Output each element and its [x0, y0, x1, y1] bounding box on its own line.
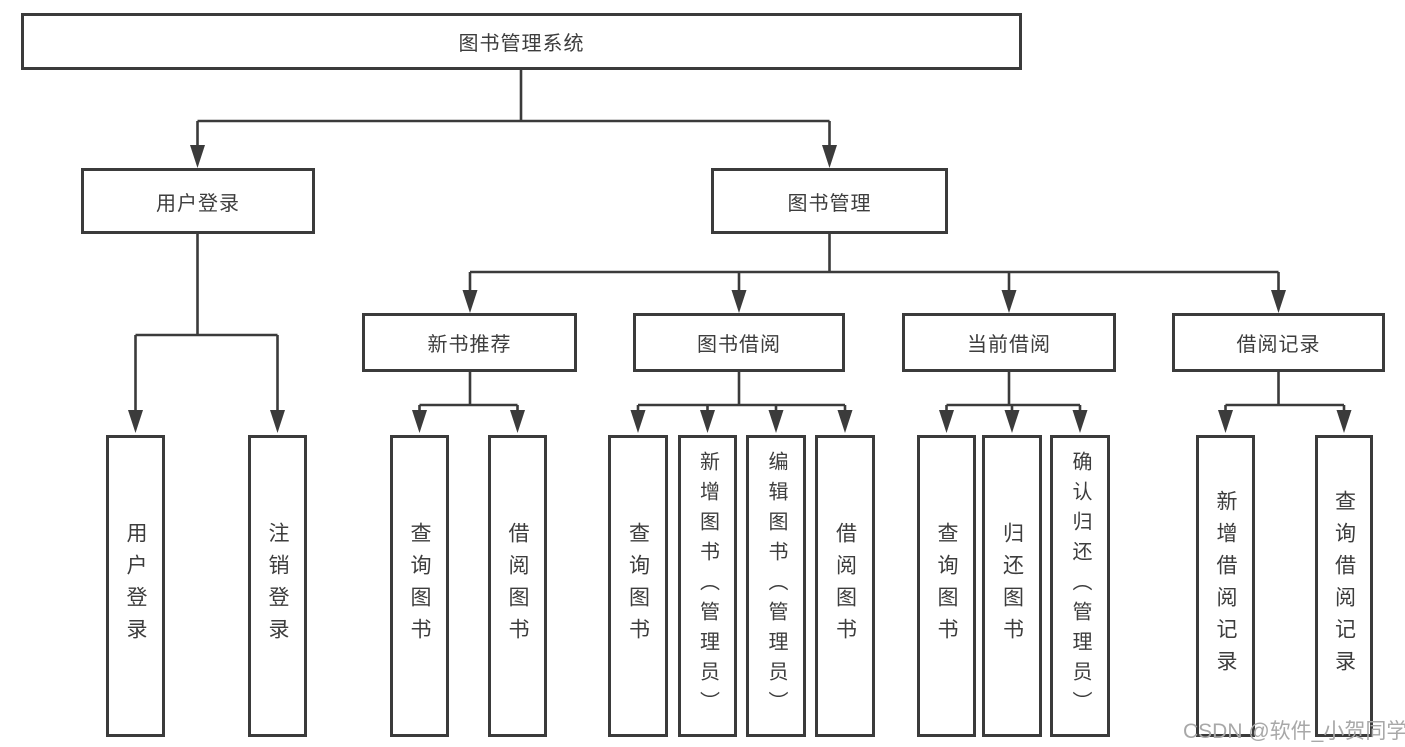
node-library-system: 图书管理系统 — [21, 13, 1022, 70]
leaf-user-login-label: 用户登录 — [124, 522, 147, 650]
csdn-watermark: CSDN @软件_小贺同学 — [1183, 720, 1405, 743]
node-book-borrow: 图书借阅 — [633, 313, 845, 372]
leaf-query-books-cb-label: 查询图书 — [935, 522, 958, 650]
leaf-query-books-bb-label: 查询图书 — [626, 522, 650, 650]
leaf-query-books-cb: 查询图书 — [917, 435, 976, 737]
leaf-query-books-nb: 查询图书 — [390, 435, 449, 737]
leaf-confirm-return-admin-label: 确认归还（管理员） — [1069, 451, 1091, 721]
leaf-user-login: 用户登录 — [106, 435, 165, 737]
leaf-logout: 注销登录 — [248, 435, 307, 737]
leaf-add-books-admin: 新增图书（管理员） — [678, 435, 737, 737]
leaf-edit-books-admin-label: 编辑图书（管理员） — [765, 451, 787, 721]
leaf-borrow-books-bb: 借阅图书 — [815, 435, 875, 737]
leaf-query-books-bb: 查询图书 — [608, 435, 668, 737]
leaf-return-books: 归还图书 — [982, 435, 1042, 737]
leaf-borrow-books-bb-label: 借阅图书 — [833, 522, 857, 650]
leaf-borrow-books-nb: 借阅图书 — [488, 435, 547, 737]
leaf-add-books-admin-label: 新增图书（管理员） — [696, 451, 719, 721]
leaf-logout-label: 注销登录 — [266, 522, 289, 650]
leaf-query-borrow-record-label: 查询借阅记录 — [1332, 490, 1356, 682]
leaf-edit-books-admin: 编辑图书（管理员） — [746, 435, 806, 737]
leaf-borrow-books-nb-label: 借阅图书 — [506, 522, 529, 650]
leaf-query-borrow-record: 查询借阅记录 — [1315, 435, 1373, 737]
leaf-add-borrow-record-label: 新增借阅记录 — [1214, 490, 1237, 682]
node-borrow-records: 借阅记录 — [1172, 313, 1385, 372]
leaf-return-books-label: 归还图书 — [1000, 522, 1024, 650]
arrowheads — [128, 145, 1352, 433]
leaf-add-borrow-record: 新增借阅记录 — [1196, 435, 1255, 737]
leaf-confirm-return-admin: 确认归还（管理员） — [1050, 435, 1110, 737]
node-new-book-recommend: 新书推荐 — [362, 313, 577, 372]
node-user-login: 用户登录 — [81, 168, 315, 234]
node-book-management: 图书管理 — [711, 168, 948, 234]
leaf-query-books-nb-label: 查询图书 — [408, 522, 431, 650]
node-current-borrow: 当前借阅 — [902, 313, 1116, 372]
